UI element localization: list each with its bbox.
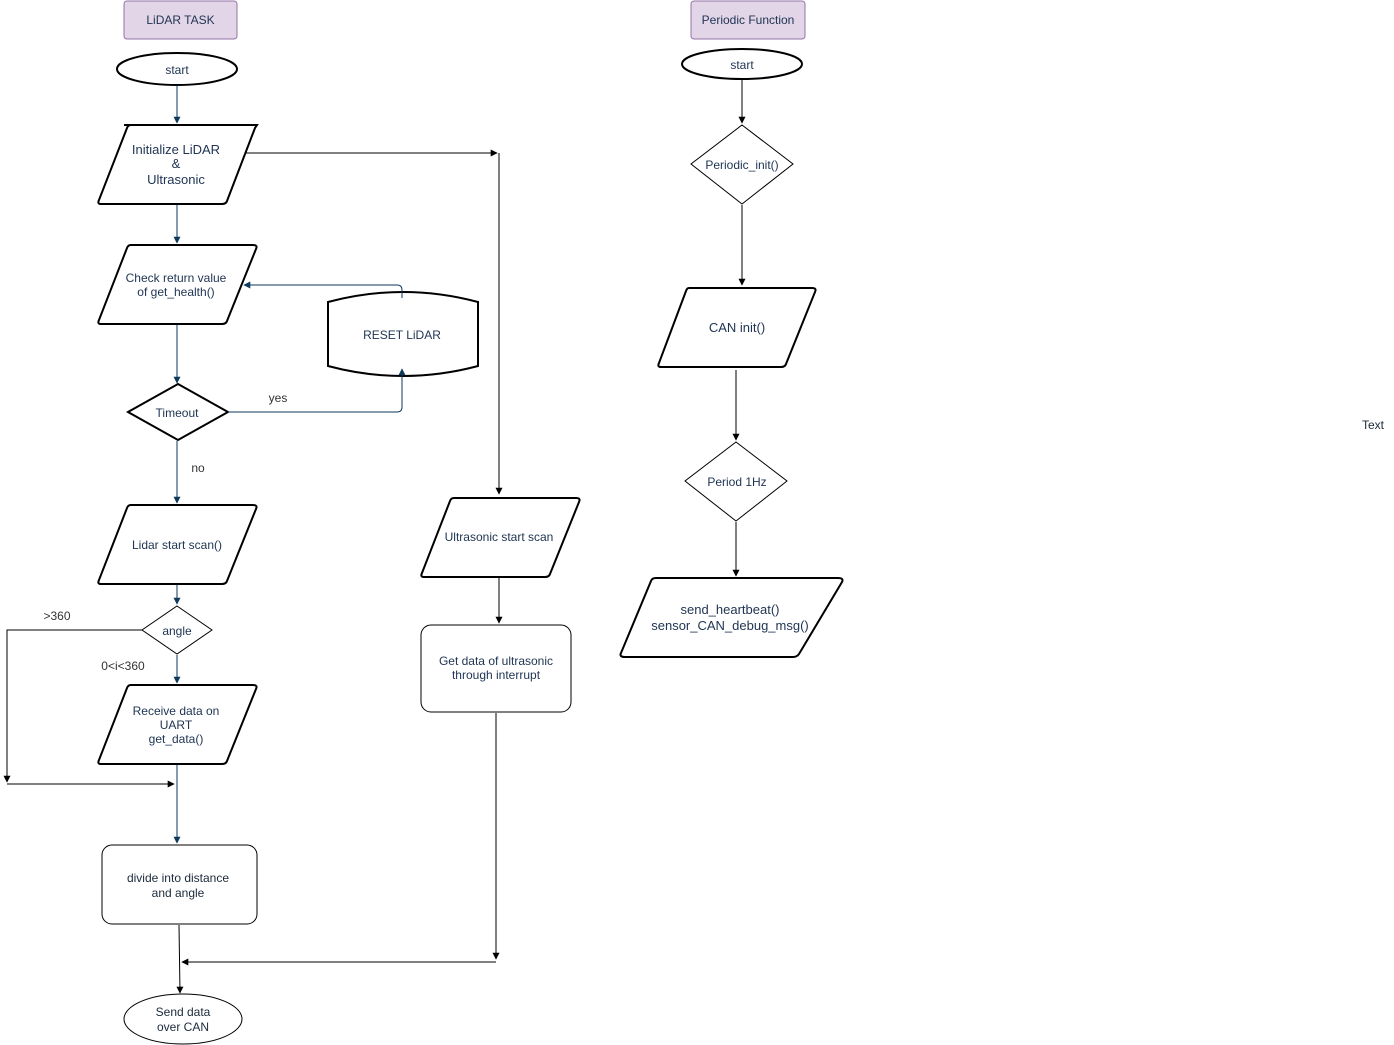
periodic-init-decision: Periodic_init()	[690, 124, 794, 205]
reset-lidar-node: RESET LiDAR	[327, 291, 479, 377]
gt360-edge-label: >360	[43, 609, 70, 623]
ultrasonic-get-data-node: Get data of ultrasonic through interrupt	[420, 624, 572, 713]
angle-label: angle	[162, 624, 192, 638]
ultrasonic-start-scan-label: Ultrasonic start scan	[445, 530, 554, 544]
lidar-header-label: LiDAR TASK	[146, 13, 214, 27]
timeout-label: Timeout	[156, 406, 200, 420]
periodic-header: Periodic Function	[690, 0, 806, 40]
check-health-node: Check return value of get_health()	[97, 244, 258, 325]
period-1hz-decision: Period 1Hz	[684, 441, 788, 522]
edge-divide-to-send	[176, 924, 184, 994]
stray-text-label: Text	[1362, 418, 1385, 432]
divide-line1: divide into distance	[127, 871, 229, 885]
edge-reset-to-check	[243, 281, 403, 298]
range-edge-label: 0<i<360	[101, 659, 145, 673]
angle-decision: angle	[141, 605, 213, 655]
send-data-terminal: Send data over CAN	[123, 993, 243, 1045]
period-1hz-label: Period 1Hz	[707, 475, 766, 489]
divide-node: divide into distance and angle	[101, 844, 258, 925]
periodic-start-label: start	[730, 58, 754, 72]
send-heartbeat-line1: send_heartbeat()	[680, 602, 779, 617]
send-heartbeat-node: send_heartbeat() sensor_CAN_debug_msg()	[619, 577, 844, 658]
ultrasonic-get-data-line2: through interrupt	[452, 668, 541, 682]
timeout-decision: Timeout	[125, 382, 231, 442]
connectors	[3, 80, 746, 994]
send-data-line2: over CAN	[157, 1020, 209, 1034]
no-edge-label: no	[191, 461, 205, 475]
init-lidar-ultrasonic-node: Initialize LiDAR & Ultrasonic	[97, 124, 259, 205]
init-label-line1: Initialize LiDAR	[132, 142, 220, 157]
can-init-label: CAN init()	[709, 320, 765, 335]
send-data-line1: Send data	[156, 1005, 211, 1019]
receive-line1: Receive data on	[133, 704, 220, 718]
yes-edge-label: yes	[269, 391, 288, 405]
edge-angle-gt360-down	[3, 629, 142, 783]
receive-line2: UART	[160, 718, 193, 732]
can-init-node: CAN init()	[657, 287, 817, 368]
receive-data-node: Receive data on UART get_data()	[97, 684, 258, 765]
check-health-line2: of get_health()	[137, 285, 214, 299]
ultrasonic-get-data-line1: Get data of ultrasonic	[439, 654, 553, 668]
periodic-header-label: Periodic Function	[702, 13, 795, 27]
receive-line3: get_data()	[149, 732, 204, 746]
divide-line2: and angle	[152, 886, 205, 900]
lidar-header: LiDAR TASK	[123, 0, 238, 40]
edge-timeout-yes-to-reset	[228, 368, 406, 413]
lidar-start-scan-label: Lidar start scan()	[132, 538, 222, 552]
periodic-init-label: Periodic_init()	[705, 158, 778, 172]
lidar-start-scan-node: Lidar start scan()	[97, 504, 258, 585]
init-label-line3: Ultrasonic	[147, 172, 205, 187]
reset-lidar-label: RESET LiDAR	[363, 328, 441, 342]
lidar-start-terminal: start	[116, 52, 238, 86]
send-heartbeat-line2: sensor_CAN_debug_msg()	[651, 618, 809, 633]
check-health-line1: Check return value	[126, 271, 227, 285]
ultrasonic-start-scan-node: Ultrasonic start scan	[420, 497, 581, 578]
init-label-line2: &	[172, 156, 181, 171]
lidar-start-label: start	[165, 63, 189, 77]
periodic-start-terminal: start	[681, 48, 803, 80]
